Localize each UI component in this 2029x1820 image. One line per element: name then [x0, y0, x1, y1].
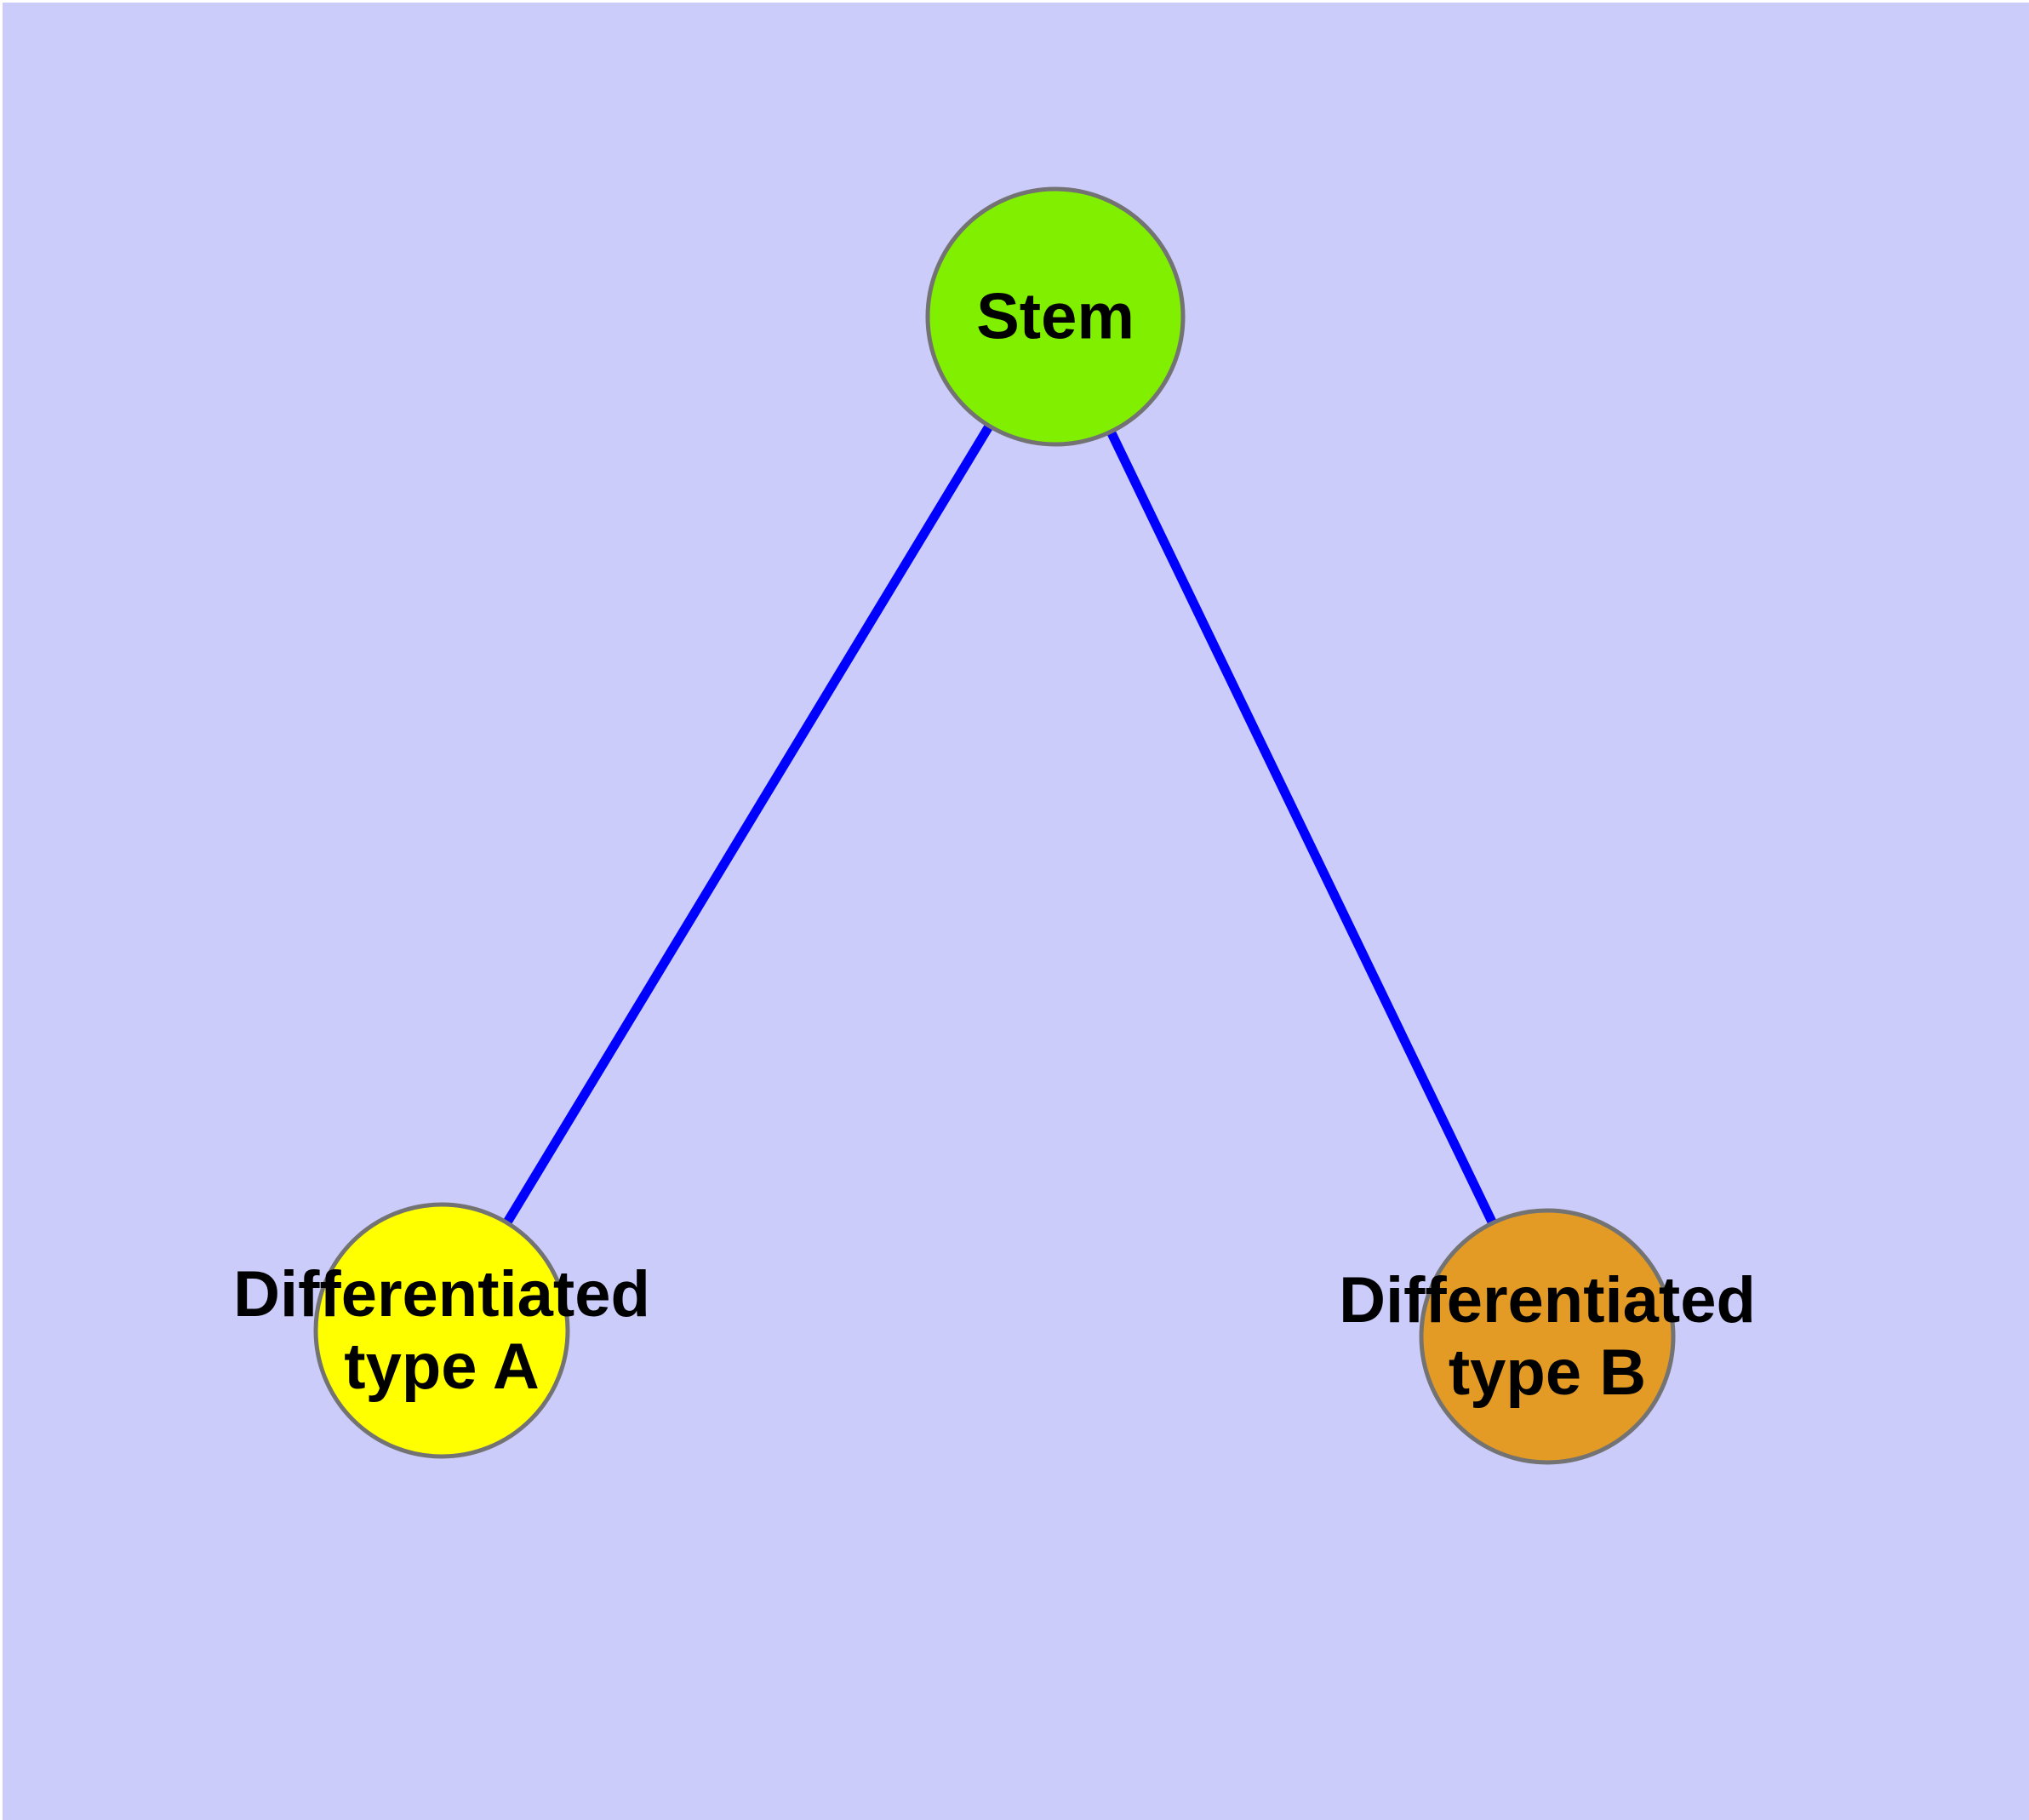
node-layer — [313, 186, 1676, 1465]
graph-edge-stem-to-a — [437, 314, 1060, 1333]
graph-node-diff_a[interactable] — [313, 1202, 570, 1459]
graph-node-diff_b[interactable] — [1419, 1208, 1676, 1465]
graph-node-stem[interactable] — [925, 186, 1186, 447]
edge-layer — [437, 314, 1552, 1339]
graph-edge-stem-to-b — [1051, 314, 1552, 1339]
